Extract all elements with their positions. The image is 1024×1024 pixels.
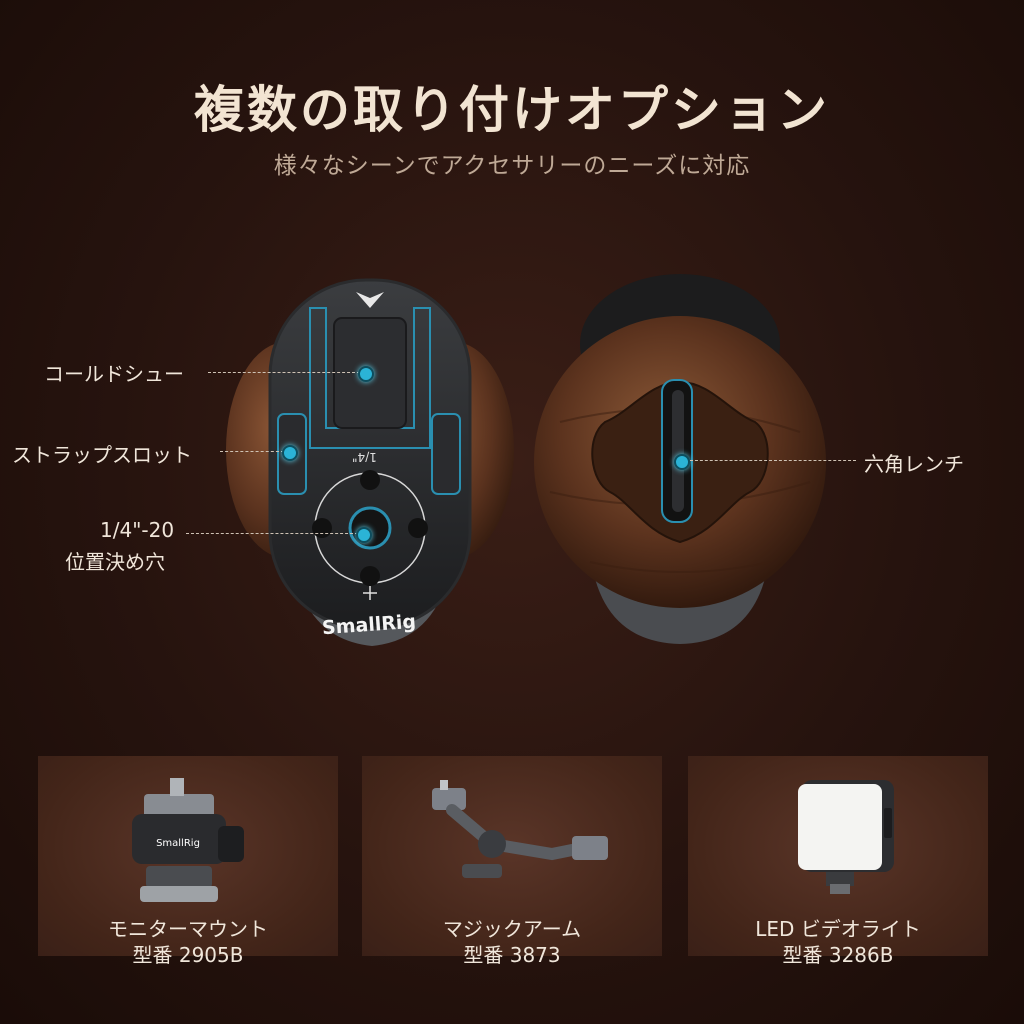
accessory-card-monitor-mount: SmallRig モニターマウント 型番 2905B xyxy=(38,756,338,967)
page-title: 複数の取り付けオプション xyxy=(194,81,830,139)
positioning-hole-leader xyxy=(186,533,358,534)
handle-front-image xyxy=(226,278,514,646)
strap-slot-marker xyxy=(282,445,298,461)
accessory-name: モニターマウント xyxy=(108,917,268,941)
hex-wrench-marker xyxy=(674,454,690,470)
svg-text:SmallRig: SmallRig xyxy=(156,838,200,849)
accessory-name: LED ビデオライト xyxy=(755,917,921,941)
page-subtitle: 様々なシーンでアクセサリーのニーズに対応 xyxy=(273,153,751,179)
positioning-hole-label-line2: 位置決め穴 xyxy=(65,550,165,574)
accessory-model: 型番 3286B xyxy=(782,943,894,967)
led-light-icon xyxy=(798,780,894,894)
hex-wrench-leader xyxy=(690,460,856,461)
cold-shoe-leader xyxy=(208,372,360,373)
monitor-mount-icon: SmallRig xyxy=(132,778,244,902)
positioning-hole-marker xyxy=(356,527,372,543)
strap-slot-leader xyxy=(220,451,284,452)
accessory-card-led-light: LED ビデオライト 型番 3286B xyxy=(688,756,988,967)
cold-shoe-label: コールドシュー xyxy=(44,362,184,386)
accessory-name: マジックアーム xyxy=(442,917,582,941)
hex-wrench-label: 六角レンチ xyxy=(864,452,964,476)
cold-shoe-marker xyxy=(358,366,374,382)
quarter-marking: 1/4" xyxy=(352,450,377,464)
positioning-hole-label-line1: 1/4"-20 xyxy=(100,518,175,542)
magic-arm-icon xyxy=(432,780,608,878)
accessory-card-magic-arm: マジックアーム 型番 3873 xyxy=(362,756,662,967)
accessory-model: 型番 2905B xyxy=(132,943,244,967)
strap-slot-label: ストラップスロット xyxy=(12,443,192,467)
accessory-model: 型番 3873 xyxy=(463,943,561,967)
